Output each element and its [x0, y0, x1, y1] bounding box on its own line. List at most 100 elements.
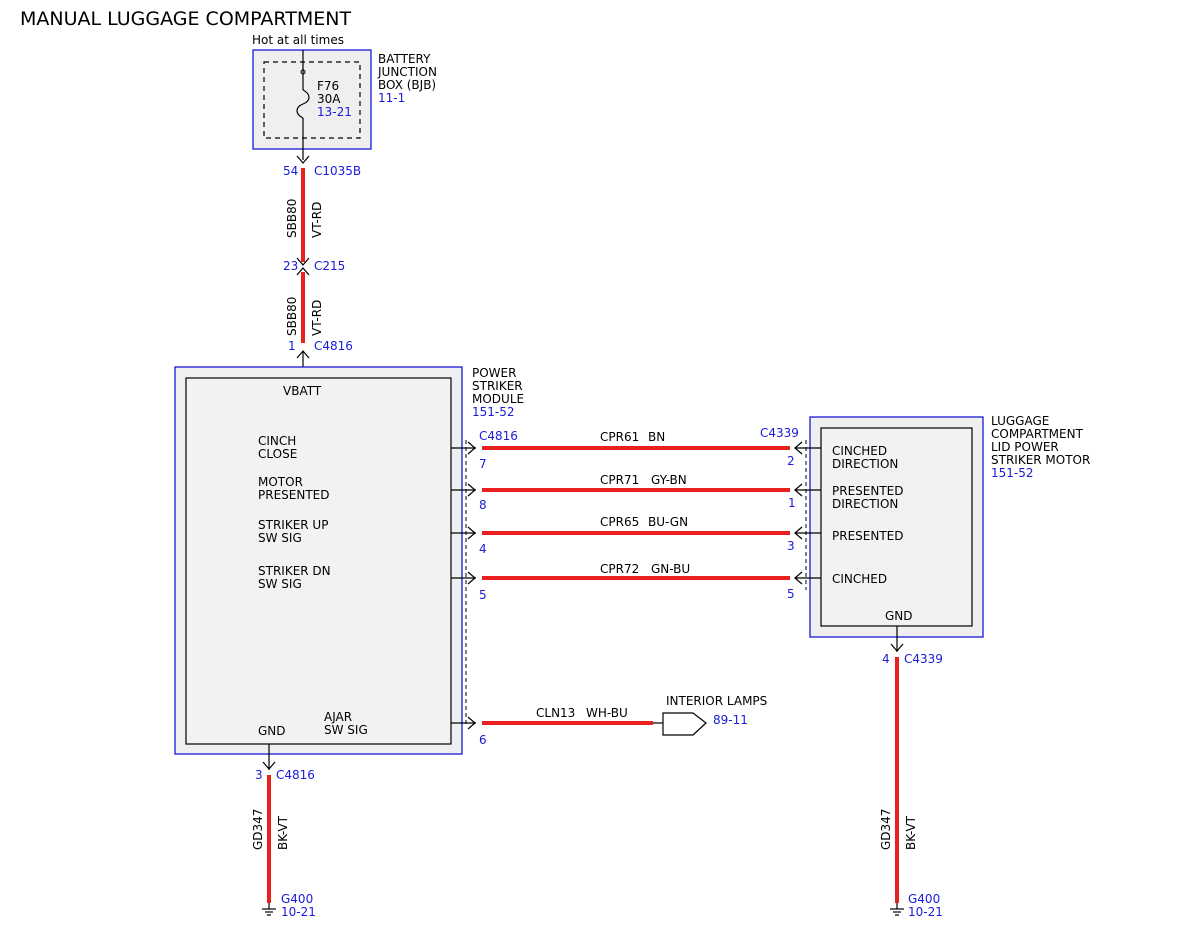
- module-name-2: STRIKER: [472, 379, 523, 393]
- conn-c4339-signals: C4339: [760, 426, 799, 440]
- pin-1: 1: [288, 339, 296, 353]
- module-ajar-a: AJAR: [324, 710, 352, 724]
- motor-name-3: LID POWER: [991, 440, 1059, 454]
- pin-left-5: 5: [479, 588, 487, 602]
- module-sig-2-b: PRESENTED: [258, 488, 329, 502]
- interior-lamps-label: INTERIOR LAMPS: [666, 694, 767, 708]
- striker-motor-inner: [820, 427, 973, 627]
- fuse-rating: 30A: [317, 92, 341, 106]
- connector-chevron-icon: [296, 267, 310, 276]
- motor-sig-2-a: PRESENTED: [832, 484, 903, 498]
- wire-cpr71-color: GY-BN: [651, 473, 687, 487]
- module-sig-4-a: STRIKER DN: [258, 564, 331, 578]
- motor-name-4: STRIKER MOTOR: [991, 453, 1090, 467]
- connector-chevron-icon: [467, 571, 476, 585]
- conn-c1035b: C1035B: [314, 164, 361, 178]
- pin-right-3: 3: [787, 539, 795, 553]
- pin-right-5: 5: [787, 587, 795, 601]
- page-title: MANUAL LUGGAGE COMPARTMENT: [20, 8, 351, 30]
- module-sig-3-a: STRIKER UP: [258, 518, 328, 532]
- module-ground-ref: 10-21: [281, 905, 316, 919]
- motor-ground-id: G400: [908, 892, 940, 906]
- power-striker-module-inner: [185, 377, 452, 745]
- module-ref: 151-52: [472, 405, 515, 419]
- motor-ground-ref: 10-21: [908, 905, 943, 919]
- pin-right-1: 1: [788, 496, 796, 510]
- connector-chevron-icon: [467, 483, 476, 497]
- wire-cln13-circuit: CLN13: [536, 706, 575, 720]
- wire-sbb80-b-color: VT-RD: [310, 300, 324, 336]
- pin-left-4: 4: [479, 542, 487, 556]
- motor-sig-2-b: DIRECTION: [832, 497, 898, 511]
- motor-name-2: COMPARTMENT: [991, 427, 1084, 441]
- pin-54: 54: [283, 164, 298, 178]
- module-sig-1-a: CINCH: [258, 434, 296, 448]
- wire-sbb80-b-circuit: SBB80: [285, 297, 299, 336]
- wire-gd347-module-circuit: GD347: [251, 809, 265, 850]
- motor-sig-3: PRESENTED: [832, 529, 903, 543]
- pin-right-2: 2: [787, 454, 795, 468]
- ground-symbol-icon: [262, 908, 276, 916]
- bjb-fuse-area: [263, 61, 361, 139]
- wire-cln13-color: WH-BU: [586, 706, 628, 720]
- module-name-1: POWER: [472, 366, 516, 380]
- motor-ref: 151-52: [991, 466, 1034, 480]
- ground-symbol-icon: [890, 908, 904, 916]
- pin-left-6: 6: [479, 733, 487, 747]
- pin-left-8: 8: [479, 498, 487, 512]
- wire-cpr65-color: BU-GN: [648, 515, 688, 529]
- interior-lamps-ref: 89-11: [713, 713, 748, 727]
- wire-gd347-module-color: BK-VT: [276, 815, 290, 850]
- wire-cpr61-circuit: CPR61: [600, 430, 639, 444]
- fuse-symbol-icon: [296, 89, 310, 119]
- module-sig-1-b: CLOSE: [258, 447, 297, 461]
- module-ajar-b: SW SIG: [324, 723, 368, 737]
- module-gnd-pin: 3: [255, 768, 263, 782]
- fuse-terminal-top: [300, 69, 306, 75]
- fuse-ref: 13-21: [317, 105, 352, 119]
- bjb-name-2: JUNCTION: [377, 65, 437, 79]
- wire-gd347-motor-circuit: GD347: [879, 809, 893, 850]
- motor-name-1: LUGGAGE: [991, 414, 1049, 428]
- motor-gnd-label: GND: [885, 609, 913, 623]
- wire-gd347-motor-color: BK-VT: [904, 815, 918, 850]
- motor-gnd-pin: 4: [882, 652, 890, 666]
- module-gnd-conn: C4816: [276, 768, 315, 782]
- module-vbatt-label: VBATT: [283, 384, 322, 398]
- bjb-ref: 11-1: [378, 91, 405, 105]
- motor-sig-1-b: DIRECTION: [832, 457, 898, 471]
- module-sig-3-b: SW SIG: [258, 531, 302, 545]
- wire-cpr72-color: GN-BU: [651, 562, 690, 576]
- pin-23: 23: [283, 259, 298, 273]
- module-gnd-label: GND: [258, 724, 286, 738]
- fuse-id: F76: [317, 79, 339, 93]
- wire-cpr65-circuit: CPR65: [600, 515, 639, 529]
- conn-c4816-top: C4816: [314, 339, 353, 353]
- connector-chevron-icon: [467, 716, 476, 730]
- conn-c215: C215: [314, 259, 345, 273]
- connector-chevron-icon: [262, 761, 276, 770]
- module-sig-2-a: MOTOR: [258, 475, 303, 489]
- connector-chevron-icon: [890, 643, 904, 652]
- wire-cpr71-circuit: CPR71: [600, 473, 639, 487]
- module-ground-id: G400: [281, 892, 313, 906]
- motor-sig-4: CINCHED: [832, 572, 887, 586]
- wire-cpr72-circuit: CPR72: [600, 562, 639, 576]
- bjb-box: [252, 49, 372, 150]
- bjb-name-3: BOX (BJB): [378, 78, 436, 92]
- connector-chevron-icon: [467, 441, 476, 455]
- motor-sig-1-a: CINCHED: [832, 444, 887, 458]
- pin-left-7: 7: [479, 457, 487, 471]
- connector-chevron-icon: [296, 155, 310, 164]
- hot-at-all-times-label: Hot at all times: [252, 33, 344, 47]
- connector-chevron-icon: [296, 257, 310, 266]
- module-name-3: MODULE: [472, 392, 524, 406]
- connector-chevron-icon: [467, 526, 476, 540]
- wire-cpr61-color: BN: [648, 430, 665, 444]
- wire-sbb80-a-circuit: SBB80: [285, 199, 299, 238]
- page-reference-arrow-icon: [662, 712, 707, 736]
- bjb-name-1: BATTERY: [378, 52, 431, 66]
- conn-c4816-signals: C4816: [479, 429, 518, 443]
- module-sig-4-b: SW SIG: [258, 577, 302, 591]
